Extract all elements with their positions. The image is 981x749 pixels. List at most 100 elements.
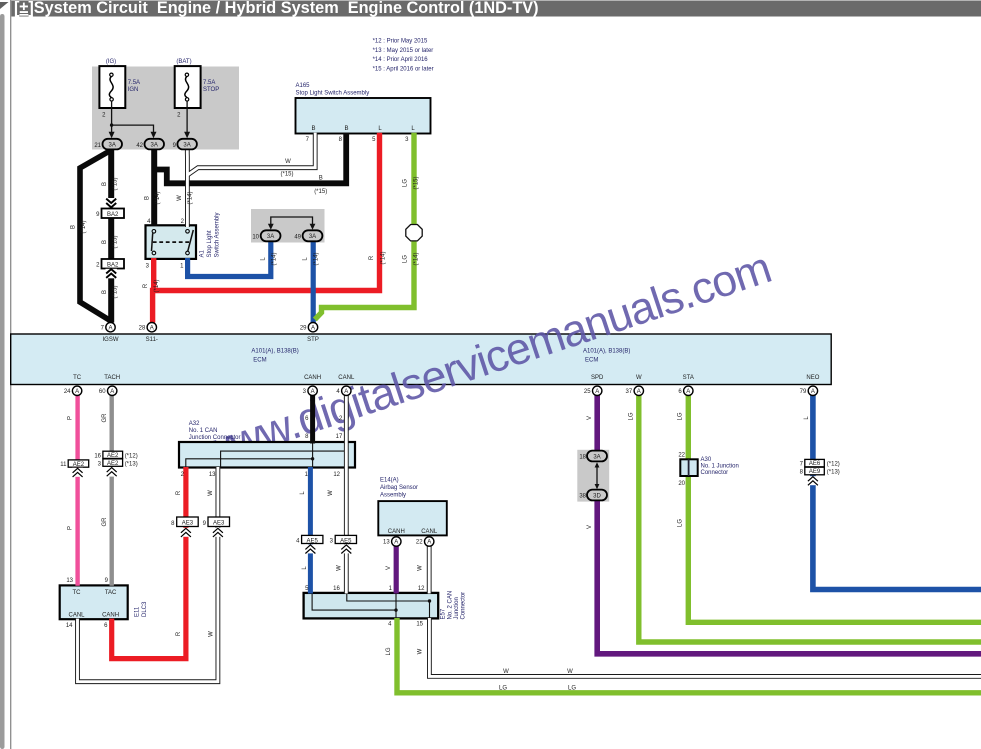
svg-text:7: 7 [101,326,105,332]
svg-text:3A: 3A [109,143,116,149]
svg-text:13: 13 [383,540,390,546]
svg-text:L: L [261,257,267,261]
svg-text:BA2: BA2 [107,263,119,269]
svg-text:ECM: ECM [585,358,598,364]
svg-text:(*14): (*14) [81,220,87,233]
svg-text:CANH: CANH [102,613,119,619]
svg-text:(IG): (IG) [106,59,116,65]
svg-text:3A: 3A [183,143,190,149]
svg-text:21: 21 [94,143,101,149]
svg-text:2: 2 [177,113,181,119]
svg-text:28: 28 [139,326,146,332]
svg-text:3: 3 [405,137,409,143]
svg-text:W: W [418,565,424,571]
svg-text:(*12): (*12) [827,461,840,467]
svg-text:W: W [208,490,214,496]
svg-text:(*14): (*14) [154,279,160,292]
svg-text:3A: 3A [267,234,274,240]
svg-text:2: 2 [96,263,100,269]
svg-text:13: 13 [66,578,73,584]
svg-text:(*14): (*14) [155,191,161,204]
svg-text:AE2: AE2 [107,461,119,467]
svg-text:3A: 3A [151,143,158,149]
svg-text:IGN: IGN [128,87,139,93]
svg-text:(*14): (*14) [314,252,320,265]
svg-text:2: 2 [102,113,106,119]
svg-text:9: 9 [105,578,109,584]
svg-text:CANH: CANH [304,375,321,381]
svg-text:60: 60 [99,389,106,395]
svg-text:L: L [411,126,415,132]
svg-text:ECM: ECM [253,358,266,364]
svg-text:W: W [285,159,291,165]
svg-text:9: 9 [203,521,207,527]
svg-text:A: A [110,389,114,395]
svg-text:A: A [686,389,690,395]
svg-text:R: R [176,631,182,636]
svg-text:4: 4 [296,539,300,545]
svg-text:No. 1 CAN: No. 1 CAN [189,428,218,434]
svg-text:NEO: NEO [806,375,819,381]
svg-text:LG: LG [678,412,684,420]
svg-text:CANL: CANL [68,613,85,619]
svg-text:B: B [145,196,151,200]
svg-text:3: 3 [98,461,102,467]
svg-text:A: A [427,540,431,546]
svg-text:8: 8 [305,434,309,440]
svg-text:GR: GR [102,413,108,423]
svg-text:V: V [386,566,392,570]
svg-text:*15 : April 2016 or later: *15 : April 2016 or later [373,66,434,72]
svg-text:L: L [378,126,382,132]
svg-text:*12 : Prior May 2015: *12 : Prior May 2015 [373,39,428,45]
svg-text:7: 7 [800,461,804,467]
svg-text:TC: TC [73,590,82,596]
svg-text:3A: 3A [593,454,600,460]
svg-text:(*15): (*15) [314,189,327,195]
svg-text:13: 13 [209,472,216,478]
svg-text:1: 1 [389,586,393,592]
svg-text:W: W [209,631,215,637]
svg-text:No. 1 Junction: No. 1 Junction [701,464,739,470]
svg-text:5: 5 [372,137,376,143]
svg-text:38: 38 [579,494,586,500]
svg-text:*14 : Prior April 2016: *14 : Prior April 2016 [373,57,429,63]
svg-text:Assembly: Assembly [380,493,406,499]
svg-text:BA2: BA2 [107,212,119,218]
svg-text:A: A [311,325,315,331]
svg-text:CANL: CANL [338,375,355,381]
svg-text:B: B [102,240,108,244]
svg-text:DLC3: DLC3 [142,601,148,617]
svg-text:18: 18 [579,455,586,461]
svg-text:25: 25 [584,389,591,395]
svg-text:24: 24 [64,389,71,395]
svg-text:5: 5 [305,586,309,592]
svg-text:(*13): (*13) [827,470,840,476]
svg-text:Switch Assembly: Switch Assembly [215,212,221,257]
svg-text:A: A [150,325,154,331]
svg-text:11: 11 [60,462,67,468]
svg-text:L: L [804,416,810,420]
svg-text:IGSW: IGSW [103,337,119,343]
svg-text:A: A [311,389,315,395]
svg-text:E11: E11 [135,606,141,617]
svg-text:No. 2 CAN: No. 2 CAN [447,591,453,620]
svg-text:3: 3 [146,263,150,269]
svg-text:AE3: AE3 [213,521,225,527]
svg-text:AE5: AE5 [307,538,319,544]
svg-text:V: V [587,525,593,529]
svg-text:9: 9 [96,212,100,218]
svg-text:E14(A): E14(A) [380,478,399,484]
svg-text:B: B [102,290,108,294]
svg-text:AE3: AE3 [182,521,194,527]
svg-text:14: 14 [66,623,73,629]
svg-text:V: V [587,416,593,420]
svg-text:A: A [811,389,815,395]
svg-text:TACH: TACH [104,375,120,381]
svg-text:3: 3 [330,539,334,545]
svg-text:A1: A1 [200,249,206,257]
svg-text:B: B [71,225,77,229]
svg-text:LG: LG [403,179,409,187]
svg-text:(*12): (*12) [125,454,138,460]
svg-text:W: W [636,375,642,381]
svg-text:12: 12 [418,586,425,592]
